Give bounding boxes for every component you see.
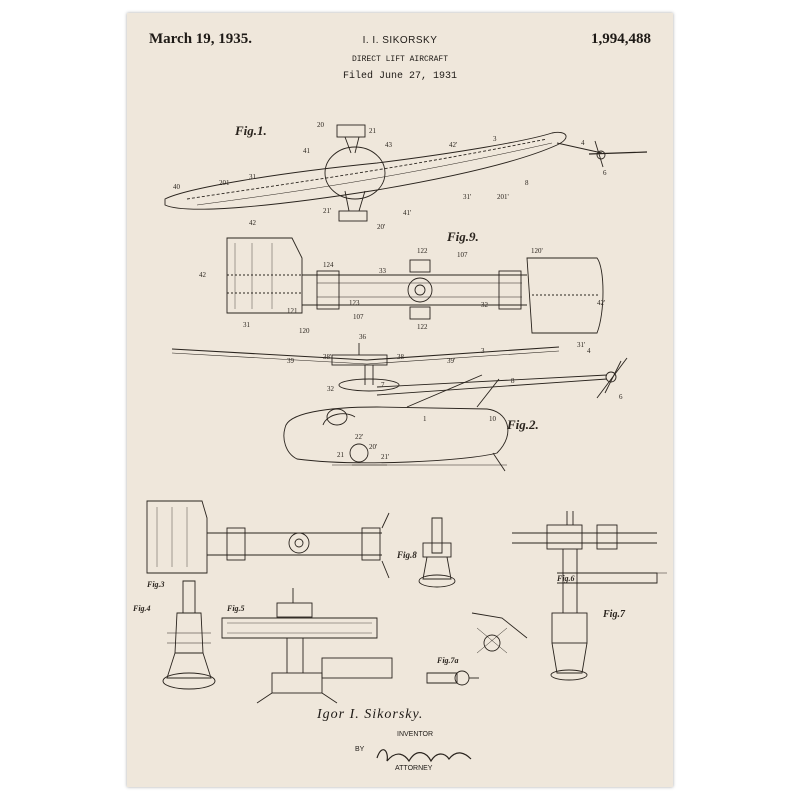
fig2-drawing: Fig.2. 39 36 38 [171,333,628,472]
attorney-label: ATTORNEY [395,765,433,772]
fig9-drawing: Fig.9. 42 31 121 120 124 33 123 1 [199,229,605,349]
ref-42: 42 [249,219,257,227]
ref-3: 3 [493,135,497,143]
fig3-label: Fig.3 [146,580,165,589]
patent-date: March 19, 1935. [149,31,253,47]
ref-8: 8 [525,179,529,187]
ref9-32: 32 [481,301,489,309]
fig7-label: Fig.7 [602,609,626,620]
ref9-42: 42 [199,271,207,279]
ref2-32: 32 [327,385,335,393]
fig9-label: Fig.9. [446,229,479,244]
fig2-label: Fig.2. [506,417,539,432]
ref9-123: 123 [349,299,360,307]
fig7a-drawing: Fig.7a [426,656,479,686]
ref-6: 6 [603,169,607,177]
ref9-124: 124 [323,261,334,269]
ref2-38: 38 [397,353,405,361]
ref2-36: 36 [359,333,367,341]
ref-21p: 21' [323,207,331,215]
fig8-drawing: Fig.8 [396,517,456,588]
ref2-22p: 22' [355,433,363,441]
ref2-20p: 20' [369,443,377,451]
ref2-38p: 38' [323,353,331,361]
ref2-4: 4 [587,347,591,355]
ref9-31: 31 [243,321,251,329]
ref9-122: 122 [417,247,428,255]
ref2-21p: 21' [381,453,389,461]
patent-title: DIRECT LIFT AIRCRAFT [351,55,448,64]
ref9-120p: 120' [531,247,543,255]
ref9-33: 33 [379,267,387,275]
ref9-42p: 42' [597,299,605,307]
fig5-label: Fig.5 [226,604,245,613]
fig6-label: Fig.6 [556,574,575,583]
ref2-39p: 39' [447,357,455,365]
by-label: BY [355,746,365,753]
fig8-label: Fig.8 [396,550,417,560]
ref-20: 20 [317,121,325,129]
patent-poster: March 19, 1935. I. I. SIKORSKY DIRECT LI… [127,13,673,787]
ref2-39: 39 [287,357,295,365]
inventor-label: INVENTOR [397,731,434,738]
ref-201: 201 [219,179,230,187]
ref9-122b: 122 [417,323,428,331]
fig7a-label: Fig.7a [436,656,459,665]
ref-20p: 20' [377,223,385,231]
ref9-121: 121 [287,307,298,315]
ref9-31p: 31' [577,341,585,349]
fig4-drawing: Fig.4 [132,580,216,690]
attorney-signature [376,749,472,763]
ref-21: 21 [369,127,377,135]
ref-31p: 31' [463,193,471,201]
ref2-7: 7 [381,381,385,389]
patent-number: 1,994,488 [591,31,651,47]
ref-31: 31 [249,173,257,181]
ref2-3: 3 [481,347,485,355]
inventor-heading: I. I. SIKORSKY [362,35,438,46]
ref-42p: 42' [449,141,457,149]
filed-date: Filed June 27, 1931 [342,71,458,82]
fig6-7-drawing: Fig.7 Fig.6 [471,511,667,681]
ref2-21: 21 [337,451,345,459]
ref-201p: 201' [497,193,509,201]
ref2-1: 1 [423,415,427,423]
ref-4: 4 [581,139,585,147]
patent-drawing: Fig.1. 20 21 41 43 42' 3 4 6 8 40 [132,121,667,763]
fig5-drawing: Fig.5 [221,588,393,704]
fig1-label: Fig.1. [234,123,267,138]
ref-43: 43 [385,141,393,149]
inventor-signature: Igor I. Sikorsky. [317,707,424,722]
ref-41: 41 [303,147,311,155]
ref-41p: 41' [403,209,411,217]
ref-40: 40 [173,183,181,191]
fig4-label: Fig.4 [132,604,151,613]
ref2-6: 6 [619,393,623,401]
ref9-107: 107 [353,313,364,321]
fig1-drawing: Fig.1. 20 21 41 43 42' 3 4 6 8 40 [164,121,648,231]
ref2-8: 8 [511,377,515,385]
ref9-107b: 107 [457,251,468,259]
fig3-drawing: Fig.3 [146,500,390,589]
ref9-120: 120 [299,327,310,335]
ref2-10: 10 [489,415,497,423]
